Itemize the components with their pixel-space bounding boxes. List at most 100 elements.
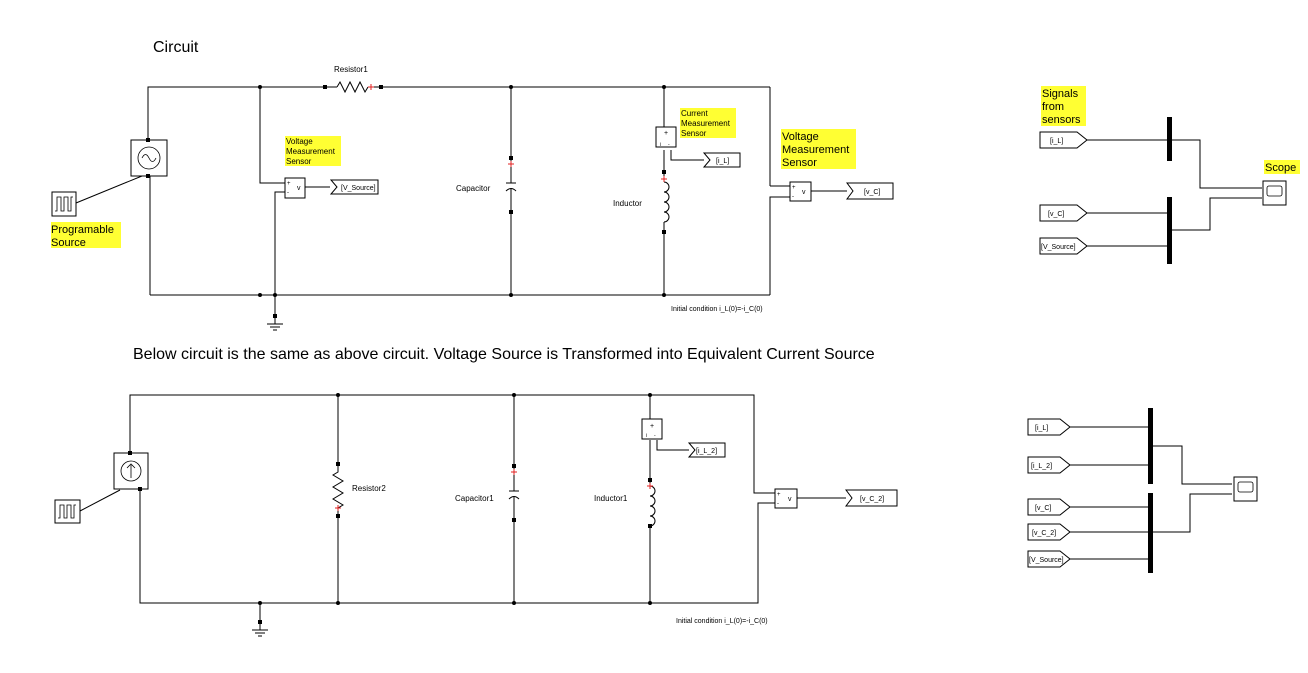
- ground-icon-top[interactable]: [267, 314, 283, 331]
- source-annotation-line1: Programable: [51, 224, 114, 236]
- top-junctions: [258, 85, 666, 297]
- from-v-c-2-b-label: [v_C_2]: [1032, 530, 1056, 537]
- goto-v-source[interactable]: [V_Source]: [329, 179, 379, 195]
- vsensor2-annotation-line2: Measurement: [782, 144, 849, 156]
- bottom-circuit-wires: [79, 394, 846, 624]
- from-i-l-b-label: [i_L]: [1035, 425, 1048, 432]
- scope-block-1[interactable]: [1262, 180, 1287, 206]
- csensor-annotation-line2: Measurement: [681, 119, 731, 128]
- inductor-label: Inductor: [613, 199, 642, 208]
- source-annotation-line2: Source: [51, 237, 86, 249]
- bottom-junctions: [258, 393, 652, 605]
- mux-bar-1a[interactable]: [1167, 117, 1172, 161]
- from-i-l-b[interactable]: [i_L]: [1027, 418, 1071, 436]
- signals-annotation-line2: from: [1042, 101, 1064, 113]
- middle-note: Below circuit is the same as above circu…: [133, 346, 875, 363]
- from-i-l-1-label: [i_L]: [1050, 138, 1063, 145]
- csensor2-i: i: [646, 433, 647, 439]
- vsensor-plus: +: [287, 181, 291, 187]
- csensor-annotation-line1: Current: [681, 109, 708, 118]
- from-v-source-b[interactable]: [V_Source]: [1027, 550, 1071, 568]
- top-initial-condition: Initial condition i_L(0)=-i_C(0): [671, 306, 763, 313]
- csensor-annotation-bg: [680, 108, 736, 138]
- inductor1-label: Inductor1: [594, 494, 628, 503]
- scope-label: Scope: [1265, 162, 1296, 174]
- vsensor-annotation-line1: Voltage: [286, 137, 313, 146]
- pulse-generator-block[interactable]: [51, 191, 77, 217]
- csensor2-plus: +: [650, 423, 654, 430]
- signals-annotation-line1: Signals: [1042, 88, 1079, 100]
- current-sensor2-block[interactable]: + i -: [641, 418, 663, 440]
- csensor-i: i: [660, 142, 661, 148]
- vsensor-minus: -: [287, 190, 289, 196]
- csensor-minus: -: [668, 142, 670, 148]
- scope-block-2[interactable]: [1233, 476, 1258, 502]
- ground-icon-bottom[interactable]: [252, 620, 268, 637]
- vsensor3-plus: +: [777, 492, 781, 498]
- goto-i-l[interactable]: [i_L]: [702, 152, 741, 168]
- capacitor-label: Capacitor: [456, 184, 491, 193]
- from-i-l-2-b[interactable]: [i_L_2]: [1027, 456, 1071, 474]
- resistor2-label: Resistor2: [352, 484, 386, 493]
- csensor2-minus: -: [654, 433, 656, 439]
- from-v-c-2-b[interactable]: [v_C_2]: [1027, 523, 1071, 541]
- capacitor1-label: Capacitor1: [455, 494, 494, 503]
- mux-bar-1b[interactable]: [1167, 197, 1172, 264]
- pulse-generator-block-2[interactable]: [54, 499, 81, 524]
- scope-annotation-bg: [1264, 160, 1300, 174]
- vsensor-v: v: [297, 185, 301, 192]
- vsensor2-v: v: [802, 189, 806, 196]
- signals-wires-2: [1070, 426, 1232, 560]
- circuit-title: Circuit: [153, 39, 199, 56]
- csensor-annotation-line3: Sensor: [681, 129, 707, 138]
- vsensor-annotation-line2: Measurement: [286, 147, 336, 156]
- source-annotation-bg: [51, 222, 121, 248]
- goto-i-l-label: [i_L]: [716, 158, 729, 165]
- inductor1-block[interactable]: [647, 478, 656, 528]
- from-i-l-2-b-label: [i_L_2]: [1031, 463, 1052, 470]
- bottom-initial-condition: Initial condition i_L(0)=-i_C(0): [676, 618, 768, 625]
- from-v-source-1-label: [V_Source]: [1041, 244, 1076, 251]
- signals-annotation-bg: [1041, 86, 1086, 126]
- voltage-sensor2-block[interactable]: + - v: [789, 181, 812, 202]
- top-circuit-wires: [75, 86, 847, 318]
- resistor2-block[interactable]: [332, 462, 344, 518]
- from-i-l-1[interactable]: [i_L]: [1039, 131, 1088, 149]
- goto-i-l-2[interactable]: [i_L_2]: [687, 442, 726, 458]
- from-v-c-b[interactable]: [v_C]: [1027, 498, 1071, 516]
- vsensor2-annotation-line1: Voltage: [782, 131, 819, 143]
- from-v-source-b-label: [V_Source]: [1029, 557, 1064, 564]
- resistor1-label: Resistor1: [334, 65, 368, 74]
- signals-annotation-line3: sensors: [1042, 114, 1081, 126]
- csensor-plus: +: [664, 130, 668, 137]
- current-sensor-block[interactable]: + i -: [655, 126, 677, 148]
- goto-v-c-label: [v_C]: [864, 189, 880, 196]
- from-v-c-b-label: [v_C]: [1035, 505, 1051, 512]
- vsensor2-annotation-bg: [781, 129, 856, 169]
- current-source-block[interactable]: [113, 451, 149, 491]
- from-v-c-1[interactable]: [v_C]: [1039, 204, 1088, 222]
- goto-v-c-2-label: [v_C_2]: [860, 496, 884, 503]
- from-v-c-1-label: [v_C]: [1048, 211, 1064, 218]
- vsensor2-annotation-line3: Sensor: [782, 157, 817, 169]
- voltage-sensor-block[interactable]: + - v: [284, 177, 306, 199]
- goto-i-l-2-label: [i_L_2]: [696, 448, 717, 455]
- mux-bar-2a[interactable]: [1148, 408, 1153, 484]
- signals-wires-1: [1087, 139, 1262, 247]
- goto-v-source-label: [V_Source]: [341, 185, 376, 192]
- goto-v-c[interactable]: [v_C]: [846, 182, 894, 200]
- voltage-sensor3-block[interactable]: + - v: [774, 488, 798, 509]
- from-v-source-1[interactable]: [V_Source]: [1039, 237, 1088, 255]
- vsensor3-v: v: [788, 496, 792, 503]
- inductor-block[interactable]: [661, 170, 670, 234]
- goto-v-c-2[interactable]: [v_C_2]: [845, 489, 898, 507]
- vsensor2-minus: -: [792, 194, 794, 200]
- vsensor3-minus: -: [777, 501, 779, 507]
- vsensor-annotation-bg: [285, 136, 341, 166]
- capacitor1-block[interactable]: [508, 464, 520, 522]
- programmable-voltage-source[interactable]: [130, 138, 168, 178]
- vsensor-annotation-line3: Sensor: [286, 157, 312, 166]
- mux-bar-2b[interactable]: [1148, 493, 1153, 573]
- capacitor-block[interactable]: [505, 156, 517, 214]
- resistor1-block[interactable]: [323, 80, 383, 94]
